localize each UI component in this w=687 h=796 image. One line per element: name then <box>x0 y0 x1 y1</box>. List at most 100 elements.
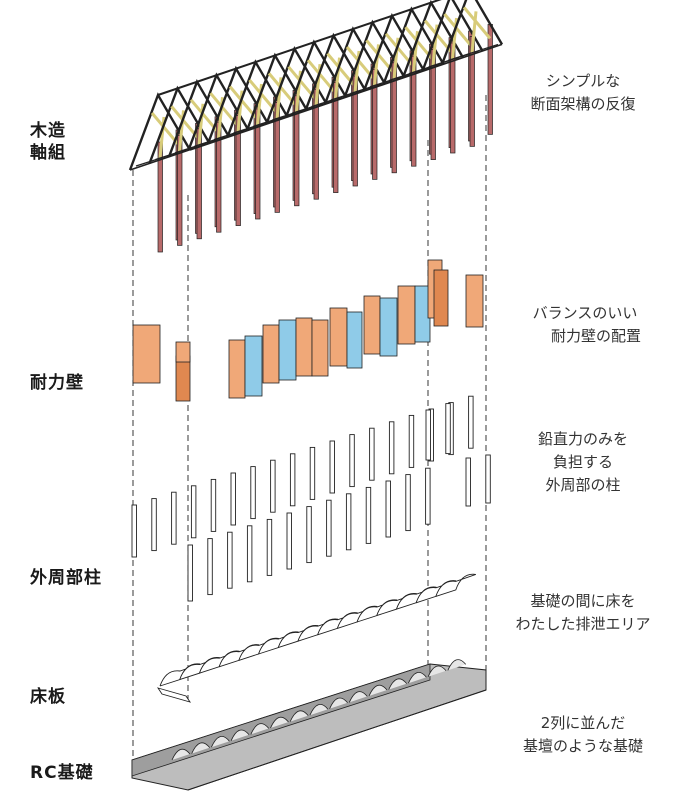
frame-eave <box>189 43 503 151</box>
foundation-arch <box>270 716 289 729</box>
column-grid-illustration <box>131 395 491 602</box>
desc-floor-slab-line-1: 基礎の間に床を <box>530 592 636 610</box>
frame-brace <box>306 59 336 93</box>
floor-board-illustration <box>156 573 476 703</box>
frame-tie <box>447 43 499 61</box>
desc-perimeter-columns-line-3: 外周部の柱 <box>545 476 621 494</box>
foundation-edge <box>187 689 487 791</box>
frame-rafter <box>440 0 504 65</box>
wall-panel <box>363 295 381 355</box>
frame-brace <box>170 105 199 139</box>
foundation-arch <box>388 678 408 690</box>
perimeter-column <box>326 499 332 557</box>
perimeter-column <box>425 467 431 525</box>
wall-panel <box>132 324 161 384</box>
label-floor-slab: 床板 <box>30 686 66 708</box>
perimeter-column <box>329 440 335 494</box>
frame-brace <box>404 26 433 60</box>
desc-rc-foundation-line-2: 基壇のような基礎 <box>522 737 643 755</box>
frame-brace <box>365 39 394 73</box>
frame-brace <box>443 13 472 46</box>
frame-brace <box>462 6 492 40</box>
label-rc-foundation-text: RC基礎 <box>30 763 94 783</box>
perimeter-column <box>425 409 431 461</box>
label-timber-frame-line-1: 木造 <box>30 121 66 141</box>
perimeter-column <box>266 518 273 576</box>
frame-brace <box>326 52 355 86</box>
desc-timber-frame-line-1: シンプルな <box>545 72 621 90</box>
wall-panel <box>465 274 484 328</box>
frame-brace <box>248 79 277 112</box>
floor-edge <box>156 687 192 703</box>
desc-floor-slab-line-2: わたした排泄エリア <box>515 615 651 633</box>
perimeter-column <box>227 531 233 589</box>
perimeter-column <box>349 434 355 488</box>
frame-brace <box>423 19 453 53</box>
frame-ridge <box>157 0 442 96</box>
foundation-arch <box>211 736 230 748</box>
frame-brace <box>189 98 219 132</box>
concrete-foundation-illustration <box>131 659 487 791</box>
foundation-arch <box>408 672 427 684</box>
perimeter-column <box>485 454 491 504</box>
wall-panel <box>244 335 263 397</box>
foundation-arch <box>289 710 309 722</box>
foundation-arch <box>171 748 191 761</box>
perimeter-column <box>131 504 137 558</box>
shear-wall-panels-illustration <box>132 259 484 402</box>
perimeter-column <box>369 427 375 481</box>
wall-panel <box>311 319 329 377</box>
perimeter-column <box>207 538 213 596</box>
perimeter-column <box>210 478 217 532</box>
desc-floor-slab: 基礎の間に床を わたした排泄エリア <box>498 590 668 636</box>
wall-panel <box>278 319 297 381</box>
timber-frame-illustration <box>128 0 504 253</box>
wall-panel <box>346 311 363 369</box>
perimeter-column <box>151 498 157 552</box>
perimeter-column <box>230 472 236 526</box>
frame-brace <box>345 46 375 79</box>
perimeter-column <box>309 446 316 500</box>
perimeter-column <box>270 459 276 513</box>
perimeter-column <box>187 544 193 602</box>
wall-panel <box>329 307 348 367</box>
label-timber-frame: 木造 軸組 <box>30 120 66 164</box>
perimeter-column <box>468 395 474 449</box>
label-shear-walls-text: 耐力壁 <box>30 373 84 393</box>
frame-post <box>487 24 493 135</box>
wall-panel <box>295 317 313 377</box>
perimeter-column <box>408 414 415 468</box>
label-timber-frame-line-2: 軸組 <box>30 143 66 163</box>
frame-brace <box>384 32 414 66</box>
perimeter-column <box>246 525 253 583</box>
desc-rc-foundation-line-1: 2列に並んだ <box>540 714 626 732</box>
desc-rc-foundation: 2列に並んだ 基壇のような基礎 <box>498 712 668 758</box>
perimeter-column <box>190 485 197 539</box>
wall-panel <box>433 269 449 327</box>
perimeter-column <box>250 466 256 520</box>
foundation-arch <box>250 723 270 735</box>
perimeter-column <box>465 457 471 507</box>
foundation-arch <box>427 665 447 677</box>
wall-panel <box>397 285 416 345</box>
perimeter-column <box>345 493 352 551</box>
foundation-slab <box>131 663 487 791</box>
desc-perimeter-columns: 鉛直力のみを 負担する 外周部の柱 <box>498 428 668 497</box>
frame-brace <box>470 11 478 53</box>
perimeter-column <box>306 506 312 564</box>
perimeter-column <box>171 491 177 545</box>
desc-perimeter-columns-line-1: 鉛直力のみを <box>537 430 628 448</box>
perimeter-column <box>289 453 296 507</box>
label-floor-slab-text: 床板 <box>30 687 66 707</box>
foundation-arch <box>368 684 388 697</box>
frame-brace <box>228 85 258 119</box>
perimeter-column <box>365 486 372 544</box>
foundation-arch <box>348 691 368 703</box>
label-perimeter-columns: 外周部柱 <box>30 567 102 589</box>
wall-panel <box>228 339 246 399</box>
desc-shear-walls-line-1: バランスのいい <box>532 304 638 322</box>
desc-perimeter-columns-line-2: 負担する <box>552 453 613 471</box>
frame-brace <box>287 65 316 99</box>
